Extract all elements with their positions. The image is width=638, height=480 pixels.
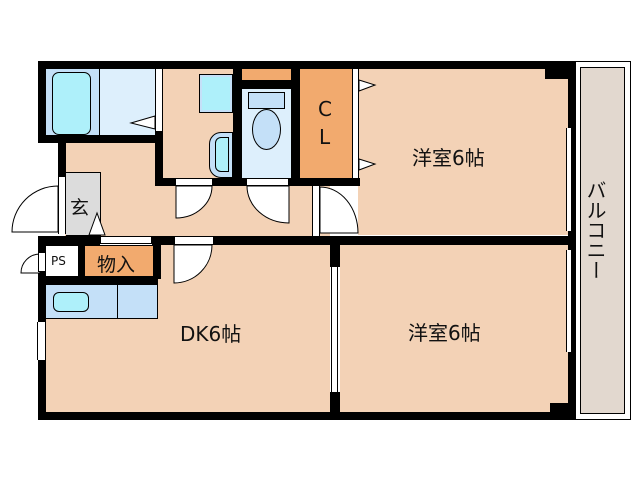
entrance-label: 玄 bbox=[70, 197, 90, 219]
dk-door-frame[interactable] bbox=[174, 236, 214, 245]
partition-sliding-door[interactable] bbox=[331, 267, 338, 392]
middle-wall-right bbox=[214, 236, 576, 245]
pipe-space bbox=[46, 246, 78, 276]
middle-wall-left bbox=[38, 236, 100, 245]
closet-door-frame[interactable] bbox=[352, 69, 359, 178]
room1-door-swing[interactable] bbox=[319, 186, 360, 235]
room1-corner-pillar bbox=[545, 69, 568, 79]
outer-wall-bottom bbox=[38, 412, 576, 420]
dk-window[interactable] bbox=[37, 322, 46, 360]
closet-label-l: L bbox=[319, 125, 331, 149]
western-room-2-floor bbox=[340, 245, 568, 412]
toilet-wall-left bbox=[233, 69, 242, 186]
bath-door-frame bbox=[155, 69, 163, 131]
dk-door-swing[interactable] bbox=[173, 244, 213, 285]
partition-wall-top bbox=[330, 245, 340, 267]
balcony bbox=[580, 67, 625, 414]
genkan-edge bbox=[100, 236, 152, 244]
storage bbox=[85, 246, 153, 276]
room1-window[interactable] bbox=[566, 128, 572, 231]
counter-divider bbox=[117, 284, 118, 319]
bath-wall-bottom bbox=[38, 135, 163, 143]
kitchen-wall-stub bbox=[153, 245, 161, 279]
toilet-door-swing[interactable] bbox=[246, 185, 290, 226]
room2-window[interactable] bbox=[566, 250, 572, 352]
toilet-wall-top bbox=[242, 80, 291, 89]
ps-door-frame[interactable] bbox=[38, 252, 46, 272]
wash-basin-bowl bbox=[215, 137, 229, 172]
toilet-tank bbox=[248, 92, 285, 109]
washroom-door-frame[interactable] bbox=[175, 178, 213, 186]
closet-door-arrow-bottom bbox=[358, 158, 377, 171]
partition-wall-bottom bbox=[330, 392, 340, 414]
toilet-shelf bbox=[242, 69, 291, 80]
room2-corner-pillar bbox=[550, 403, 568, 413]
genkan-step-arrow bbox=[88, 211, 106, 236]
closet-label-c: C bbox=[318, 97, 332, 121]
storage-label: 物入 bbox=[97, 254, 136, 276]
hall-wall-left bbox=[58, 137, 66, 177]
bath-wall-right-lower bbox=[155, 131, 163, 186]
outer-wall-top bbox=[38, 61, 576, 69]
closet-wall-right-bottom bbox=[352, 178, 360, 186]
washing-machine bbox=[199, 74, 233, 113]
kitchen-sink bbox=[53, 292, 89, 312]
room1-door-frame[interactable] bbox=[312, 186, 320, 236]
western-room-2-label: 洋室6帖 bbox=[408, 321, 481, 345]
toilet-wall-right bbox=[291, 69, 300, 186]
western-room-1-label: 洋室6帖 bbox=[412, 146, 485, 170]
toilet-bowl bbox=[252, 109, 281, 150]
bath-door-arrow bbox=[129, 115, 156, 130]
closet-door-arrow-top bbox=[358, 79, 377, 92]
dk-label: DK6帖 bbox=[180, 322, 242, 346]
balcony-label: バルコニー bbox=[583, 180, 607, 280]
ps-door-swing[interactable] bbox=[20, 253, 42, 275]
pipe-space-label: PS bbox=[51, 254, 66, 268]
middle-wall-mid bbox=[152, 236, 174, 245]
washroom-door-swing[interactable] bbox=[175, 185, 215, 221]
western-room-1-floor bbox=[358, 69, 568, 235]
closet bbox=[300, 69, 352, 178]
bathtub bbox=[52, 72, 91, 135]
toilet-door-frame[interactable] bbox=[246, 178, 289, 186]
entrance-door-swing[interactable] bbox=[10, 185, 60, 233]
outer-wall-left-top bbox=[38, 61, 46, 143]
